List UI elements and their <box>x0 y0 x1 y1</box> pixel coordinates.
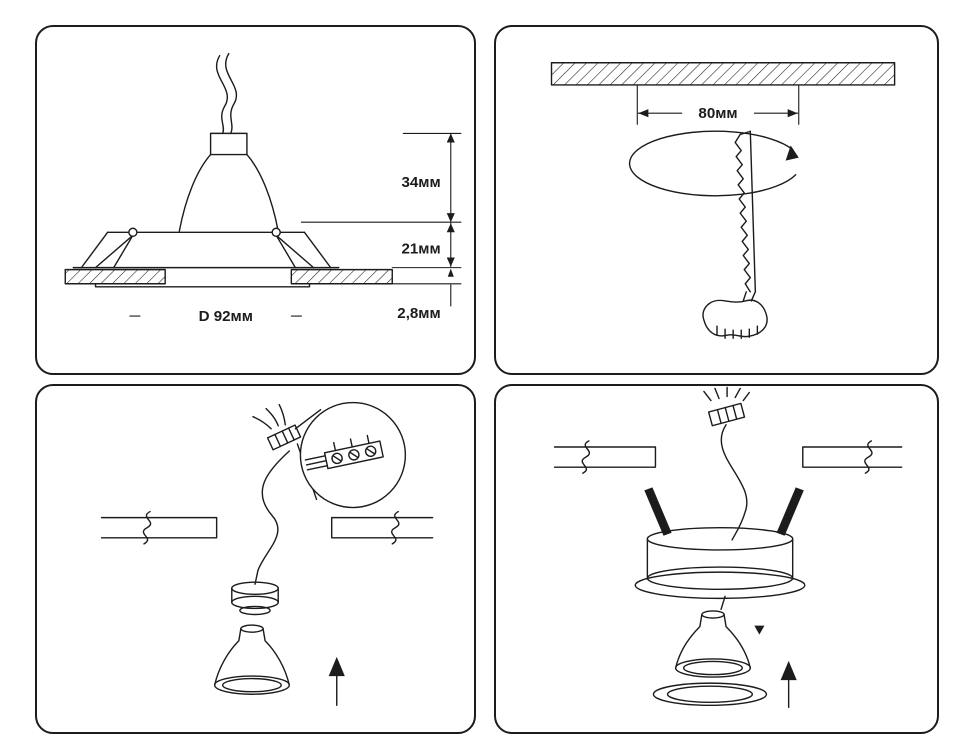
mounting-diagram <box>553 386 903 709</box>
magnifier-detail <box>294 401 407 509</box>
dim-label-flange: 2,8мм <box>397 305 440 322</box>
trim-ring-separate <box>652 682 768 707</box>
saw-handle <box>702 291 768 339</box>
lamp-socket <box>231 581 279 616</box>
supply-wire <box>720 424 748 611</box>
hole-saw-blade <box>734 130 757 293</box>
mains-connector <box>703 386 751 427</box>
insert-marker <box>754 625 765 635</box>
supply-wire <box>254 450 291 585</box>
terminal-block <box>252 403 302 451</box>
spring-clip-left <box>644 487 672 536</box>
dim-label-protrusion: 34мм <box>401 174 440 191</box>
hole-dimension <box>636 85 800 125</box>
spring-clip-right <box>776 487 804 536</box>
power-cable <box>215 52 237 135</box>
up-arrow <box>328 656 345 707</box>
fixture-housing <box>634 527 806 600</box>
dimension-lines <box>129 132 462 317</box>
dim-label-recess: 21мм <box>401 240 440 257</box>
hole-diameter-label: 80мм <box>698 105 737 122</box>
wiring-diagram <box>100 401 434 707</box>
panel-fixture-dimensions: 34мм 21мм 2,8мм D 92мм <box>35 25 476 375</box>
cutout-diagram: 80мм <box>550 62 896 339</box>
lamp-body <box>178 132 279 232</box>
lamp <box>674 610 752 678</box>
ceiling-cross-section <box>64 268 393 285</box>
up-arrow <box>780 660 797 709</box>
ceiling-cross-section <box>100 510 434 545</box>
panel-wiring-connection <box>35 384 476 734</box>
panel-fixture-mounting <box>494 384 939 734</box>
trim-ring <box>72 227 340 288</box>
lamp <box>213 624 291 695</box>
ceiling-cross-section <box>550 62 896 86</box>
ceiling-cross-section <box>553 440 903 474</box>
rotation-arrow <box>628 130 799 197</box>
dim-label-diameter: D 92мм <box>199 308 253 325</box>
panel-ceiling-cutout: 80мм <box>494 25 939 375</box>
dimensions-diagram: 34мм 21мм 2,8мм D 92мм <box>64 52 462 325</box>
